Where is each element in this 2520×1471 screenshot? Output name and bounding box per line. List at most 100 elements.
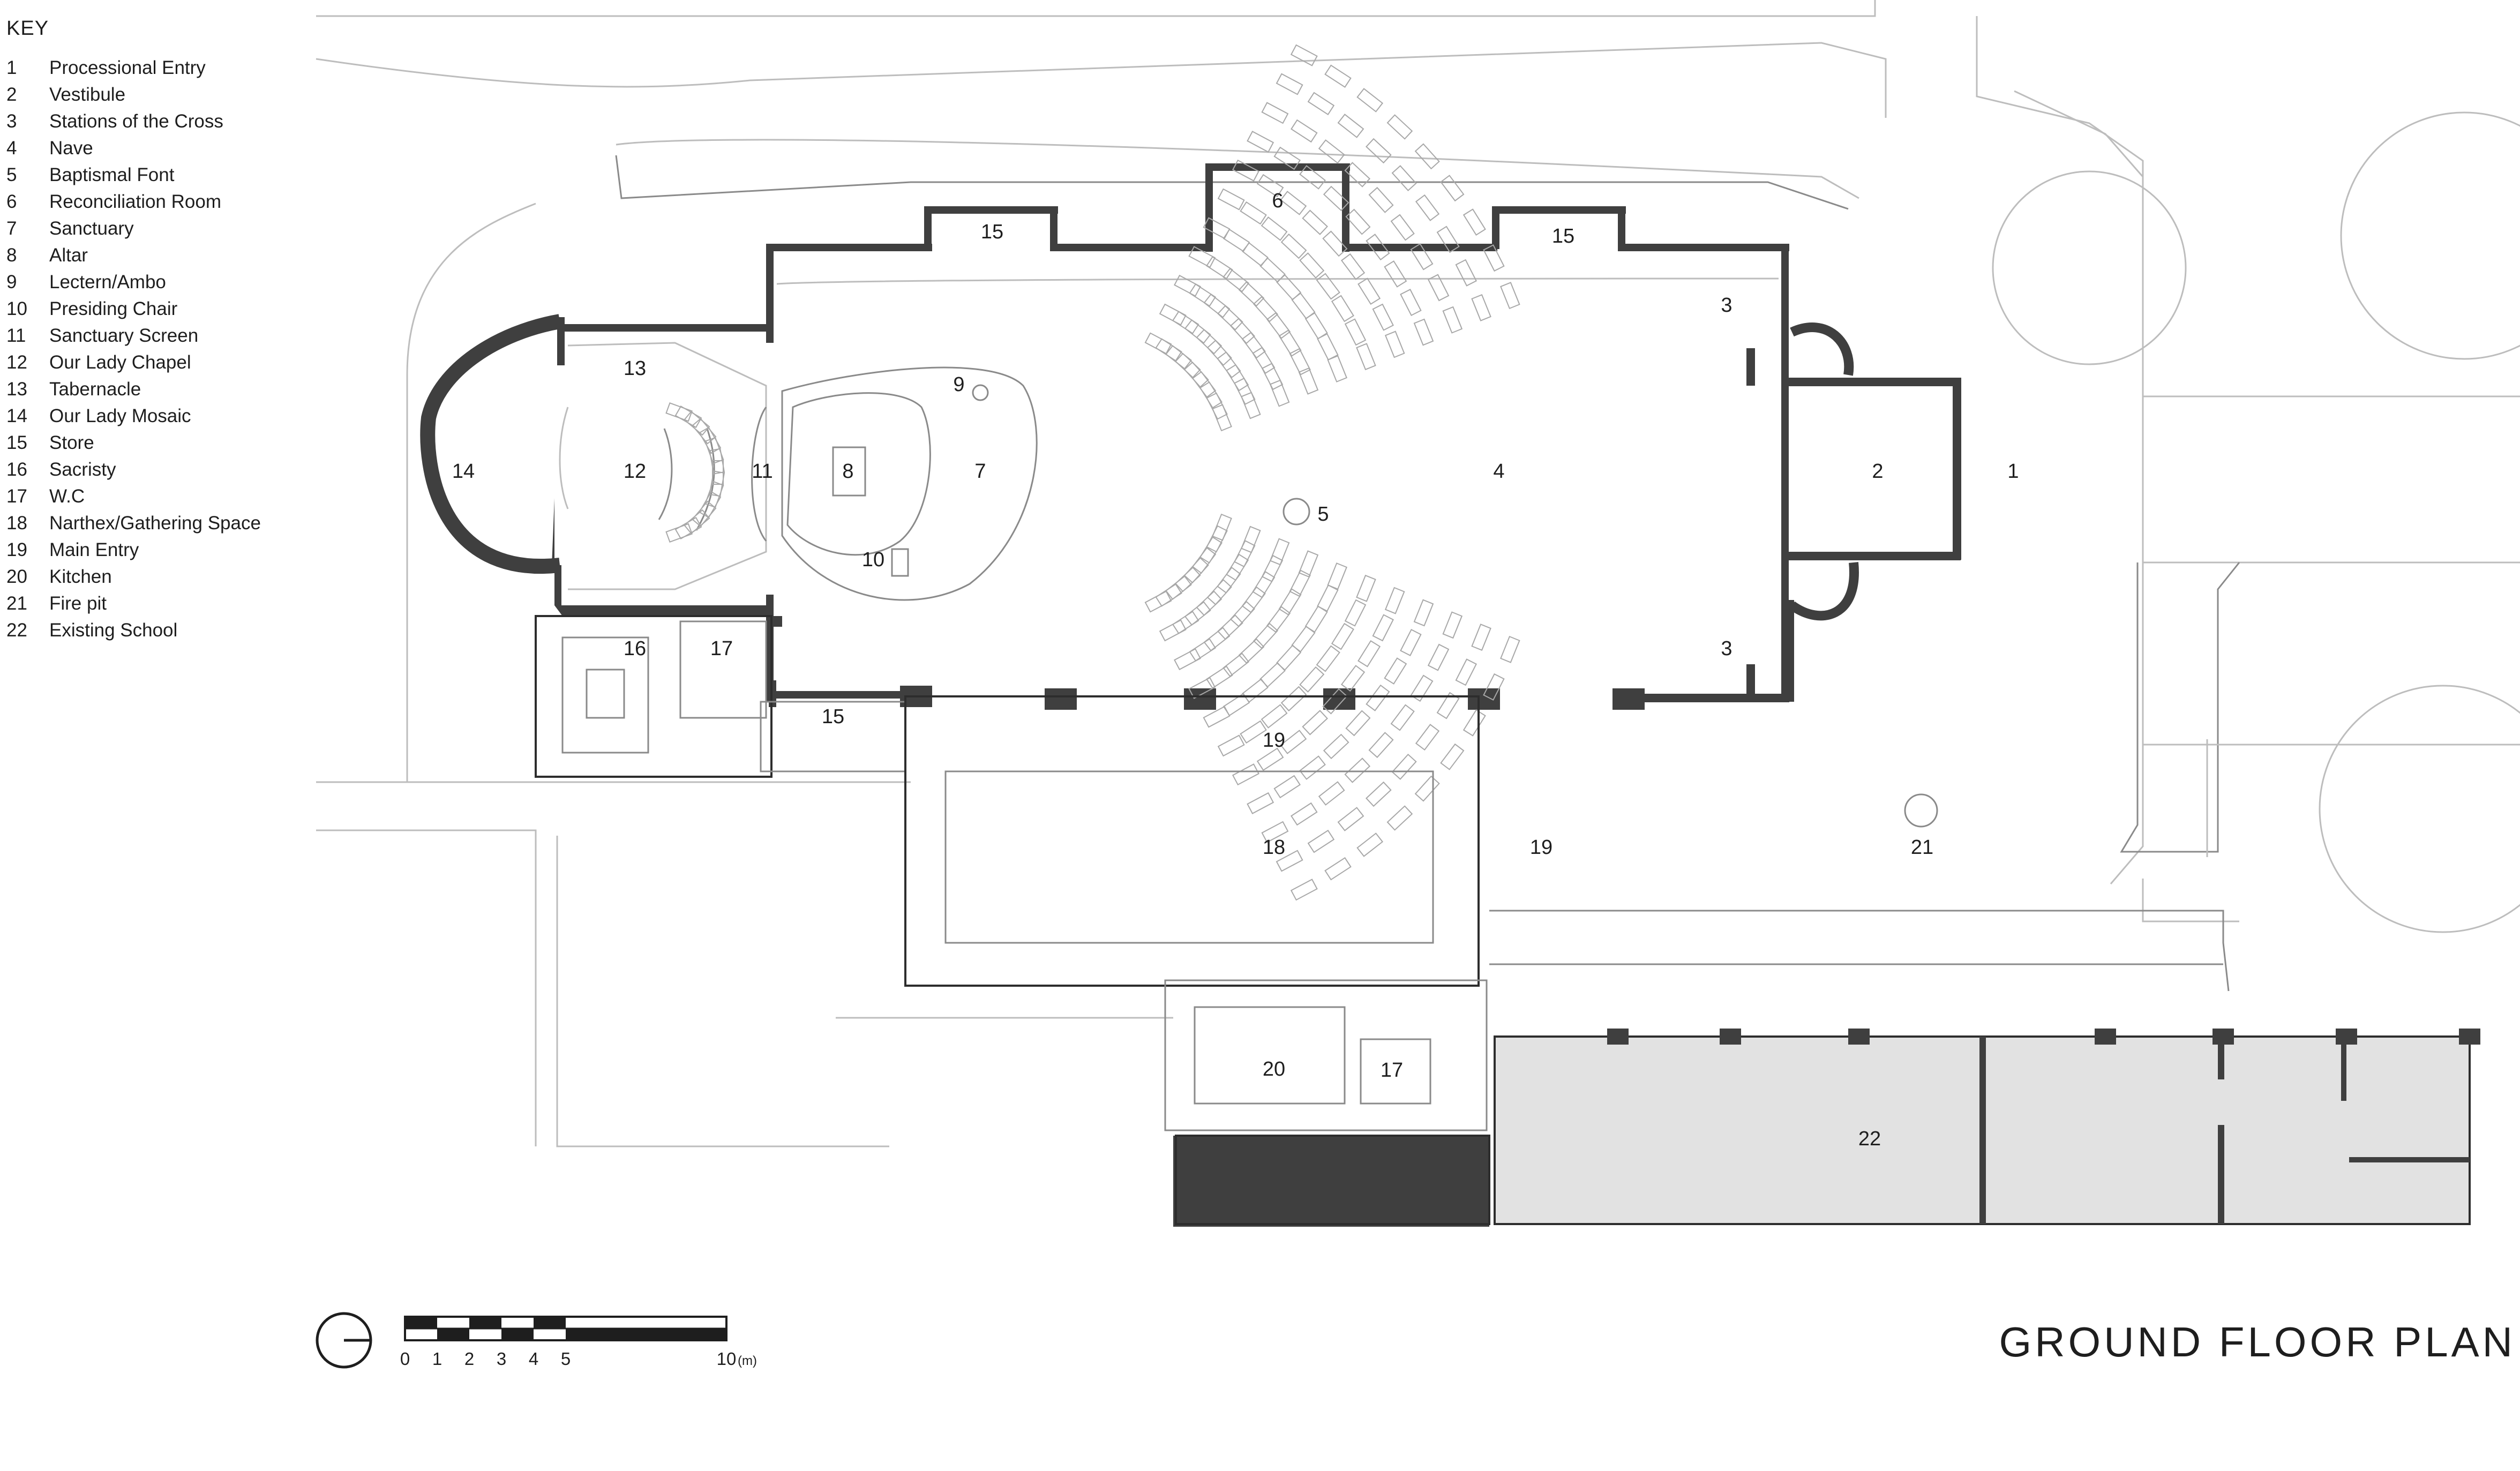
key-item-number: 13	[6, 379, 27, 400]
pew-seat	[1455, 658, 1478, 686]
pew-seat	[1327, 562, 1347, 590]
pew-seat	[1410, 674, 1434, 702]
key-item-number: 22	[6, 620, 27, 641]
pew-seat	[1345, 710, 1371, 737]
pew-seat	[1462, 208, 1486, 236]
pew-seat	[1291, 802, 1318, 826]
scale-tick-1: 1	[432, 1349, 442, 1369]
pew-seat	[1269, 379, 1290, 407]
label-kitchen: 20	[1263, 1058, 1285, 1080]
label-nave: 4	[1493, 460, 1504, 483]
pew-seat	[1366, 234, 1390, 261]
pew-seat	[1276, 850, 1303, 872]
pew-seat	[1356, 88, 1384, 112]
key-item-label: Reconciliation Room	[49, 191, 221, 212]
key-item-number: 10	[6, 298, 27, 319]
pew-seat	[1390, 704, 1415, 731]
label-main-entry-east: 19	[1530, 836, 1552, 859]
pew-seat	[1229, 318, 1255, 344]
pew-seat	[1261, 704, 1288, 729]
pew-seat	[1400, 628, 1422, 656]
label-reconciliation-room: 6	[1272, 190, 1283, 212]
pew-seat	[1241, 526, 1261, 553]
label-our-lady-chapel: 12	[624, 460, 646, 483]
pew-seat	[1317, 584, 1339, 612]
pew-seat	[1266, 606, 1291, 633]
label-stations-north: 3	[1721, 294, 1732, 317]
label-our-lady-mosaic: 14	[452, 460, 475, 483]
pew-seat	[1273, 146, 1301, 170]
pew-seat	[1261, 363, 1284, 391]
pew-seat	[1217, 734, 1245, 757]
pew-seat	[1299, 252, 1325, 279]
key-item-label: Kitchen	[49, 566, 112, 587]
pew-seat	[1299, 755, 1326, 780]
pew-seat	[1366, 684, 1390, 711]
key-item-number: 9	[6, 272, 17, 292]
pew-seat	[1344, 757, 1371, 783]
pew-seat	[1238, 638, 1265, 664]
pew-seat	[1462, 709, 1486, 737]
key-item-number: 4	[6, 138, 17, 159]
scale-tick-5: 5	[561, 1349, 571, 1369]
pew-seat	[1252, 622, 1279, 649]
pew-seat	[1442, 611, 1463, 639]
pew-seat	[1358, 640, 1381, 667]
pew-seat	[1471, 624, 1491, 651]
pew-seat	[1386, 114, 1413, 140]
church-walls	[420, 163, 1961, 710]
pew-seat	[1206, 665, 1233, 689]
pew-seat	[1337, 807, 1364, 831]
pew-seat	[699, 491, 722, 519]
scale-tick-0: 0	[400, 1349, 410, 1369]
pew-seat	[1414, 143, 1440, 170]
pew-seat	[1372, 303, 1394, 331]
key-item-label: Vestibule	[49, 84, 126, 105]
pew-seat	[1261, 102, 1289, 124]
pew-seat	[1261, 216, 1288, 241]
key-item-number: 16	[6, 459, 27, 480]
pew-seat	[1206, 340, 1232, 366]
key-item-number: 14	[6, 406, 27, 426]
pew-seat	[1206, 525, 1228, 553]
pew-seat	[1217, 188, 1245, 211]
pew-seat	[1368, 732, 1394, 759]
pew-seat	[1316, 645, 1340, 672]
label-stations-south: 3	[1721, 637, 1732, 660]
pew-seat	[1184, 319, 1211, 344]
pew-seat	[1414, 775, 1440, 802]
pew-seat	[1280, 686, 1307, 712]
key-item-number: 17	[6, 486, 27, 507]
pew-seat	[1184, 601, 1211, 626]
pew-seat	[1440, 175, 1465, 202]
pew-seat	[1372, 614, 1394, 642]
pew-seat	[1358, 277, 1381, 305]
pew-seat	[1199, 536, 1223, 564]
label-wc-sacristy: 17	[710, 637, 733, 660]
key-item-number: 19	[6, 539, 27, 560]
key-item-label: Existing School	[49, 620, 178, 641]
key-title: KEY	[6, 17, 49, 40]
pew-seat	[1240, 201, 1267, 225]
drawing-title: GROUND FLOOR PLAN	[1999, 1318, 2516, 1365]
pew-seat	[1172, 611, 1199, 634]
pew-seat	[1500, 282, 1520, 310]
label-store-south: 15	[822, 706, 844, 728]
pew-seat	[1174, 274, 1201, 297]
pew-seat	[1289, 348, 1311, 376]
label-sacristy: 16	[624, 637, 646, 660]
pew-seat	[1252, 347, 1276, 374]
key-item-label: Nave	[49, 138, 93, 159]
pew-seat	[1483, 673, 1505, 701]
scale-unit: (m)	[738, 1354, 757, 1368]
pew-seat	[1322, 230, 1348, 257]
pew-seat	[1241, 392, 1261, 419]
